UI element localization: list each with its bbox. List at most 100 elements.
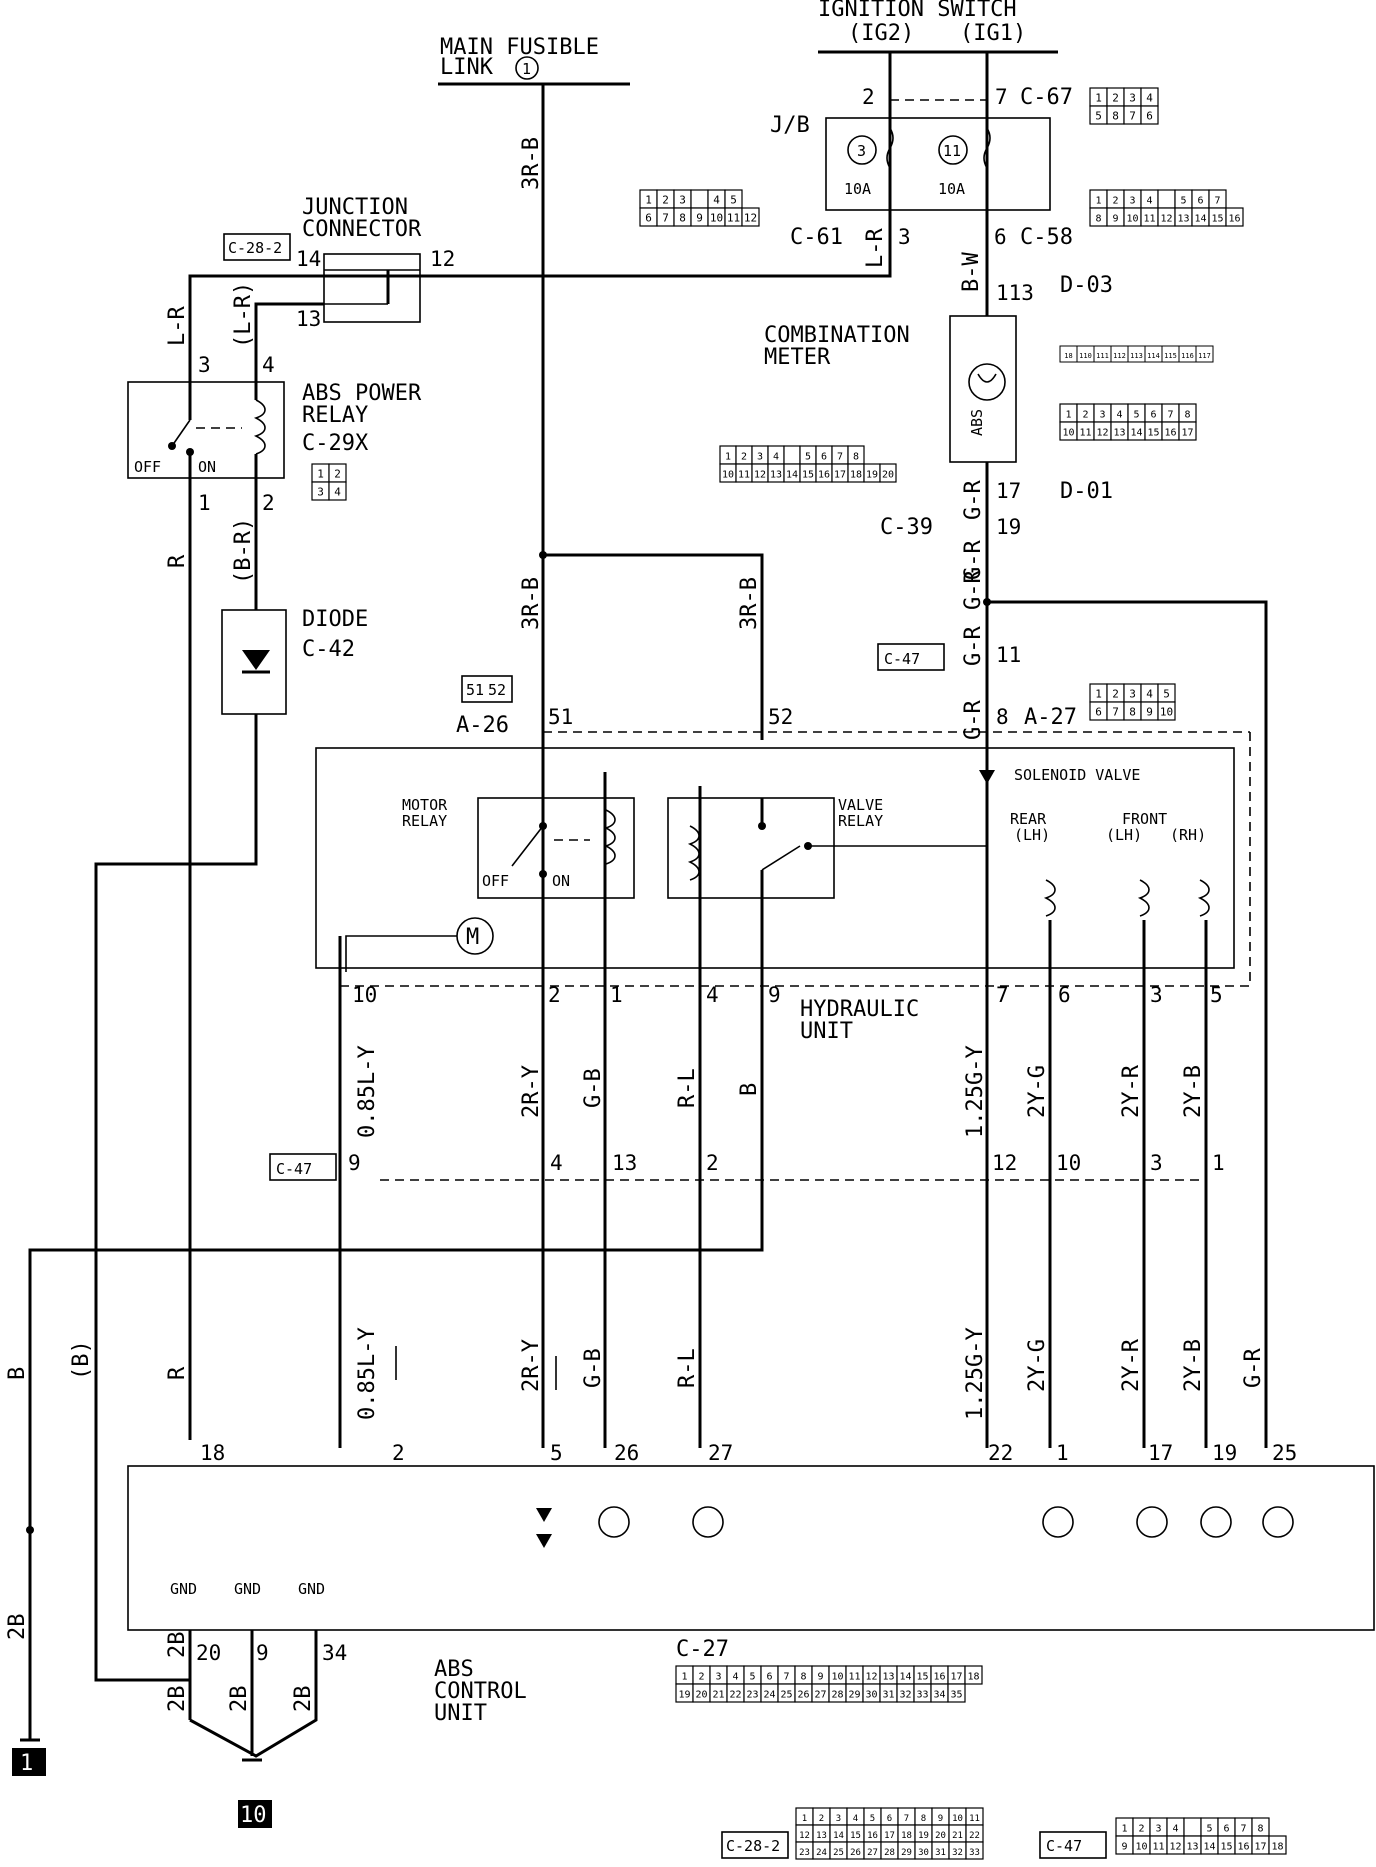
c27-pin-label: 6 [766,1672,772,1683]
wire-gr-branch [987,600,1268,1448]
c28-2-pin-label: 25 [833,1848,844,1858]
c47-pin-label: 18 [1271,1842,1283,1853]
valve-relay-label-2: RELAY [838,812,883,830]
c28-2-pin-label: 28 [884,1848,895,1858]
connector-c47-bottom: C-47 [1046,1837,1082,1855]
hydraulic-unit-pins: 10 2 1 4 9 7 6 3 5 [352,983,1223,1007]
c47-pin-label: 6 [1223,1824,1229,1835]
d03-pin-label: 111 [1096,352,1109,360]
lower-wires [28,772,1208,1740]
abs-control-unit-label-2: CONTROL [434,1679,527,1704]
a27-pin-label: 8 [1129,706,1136,719]
c58-pin-label: 15 [1211,214,1223,225]
c61-cell [741,207,760,227]
d03-pin-label: 113 [1130,352,1143,360]
d01-pin-label: 6 [1150,410,1156,421]
c29x-pin-label: 2 [334,468,341,481]
wire-label-br: (B-R) [231,518,256,584]
c28-2-pin-label: 32 [952,1848,963,1858]
c47-tag-box-bottom [1039,1831,1107,1859]
wire-label-gr-low: G-R [1241,1348,1266,1388]
ecu-transistor-26 [598,1506,630,1538]
c28-2-pin-label: 8 [921,1814,926,1824]
ignition-switch: IGNITION SWITCH (IG2) (IG1) 2 7 C-67 [818,0,1073,230]
connector-c29x: C-29X [302,431,369,456]
wire-label-bw: B-W [959,252,984,292]
ecu-transistor-17 [1136,1506,1168,1538]
c39-pin-label: 12 [754,470,766,481]
front-lh-label: (LH) [1106,826,1142,844]
wire-label-2yg: 2Y-G [1025,1065,1050,1118]
pin-2-relay: 2 [262,491,275,515]
pin-13: 13 [296,307,321,331]
c58-pin-label: 12 [1160,214,1172,225]
c29x-pin-label: 1 [317,468,324,481]
c28-2-pin-label: 12 [799,1831,810,1841]
wire-label-2b-3: 2B [227,1686,252,1713]
ecu-pin-34: 34 [322,1641,347,1665]
ecu-pin-18: 18 [200,1441,225,1465]
c47-tag-box-low [269,1153,337,1181]
c28-2-pin-label: 5 [870,1814,875,1824]
c28-2-tag-box-bottom [721,1831,789,1859]
motor-relay-box [477,797,635,899]
wire-label-2yr-low: 2Y-R [1119,1338,1144,1392]
wire-label-2yb: 2Y-B [1181,1065,1206,1118]
c47-pin-1: 1 [1212,1151,1225,1175]
wire-label-b-paren: (B) [69,1340,94,1380]
c28-2-pin-label: 9 [938,1814,943,1824]
c27-pin-label: 32 [899,1690,911,1701]
c67-pin-label: 8 [1112,110,1119,123]
d03-pin-label: 112 [1113,352,1126,360]
wire-label-125gy-low: 1.25G-Y [963,1327,988,1420]
c39-pin-label: 5 [805,452,811,463]
c47-pin-10: 10 [1056,1151,1081,1175]
hydraulic-unit-box [315,747,1235,969]
c27-pin-label: 17 [950,1672,962,1683]
ground-10-badge [238,1800,272,1828]
rear-lh-label: REAR [1010,810,1047,828]
a26-pin-52: 52 [488,681,506,699]
ecu-diode-5a [536,1508,552,1522]
ecu-pin-5: 5 [550,1441,563,1465]
c67-pin-label: 5 [1095,110,1102,123]
c27-pin-label: 15 [916,1672,928,1683]
connector-c58: C-58 [1020,225,1073,250]
c58-pin-label: 14 [1194,214,1206,225]
c39-pin-label: 6 [821,452,827,463]
c47-pin-label: 9 [1121,1842,1127,1853]
c47-pin-label: 14 [1203,1842,1215,1853]
wire-label-2ry-low: 2R-Y [519,1339,544,1392]
a27-pin-label: 9 [1146,706,1153,719]
c27-pin-label: 4 [732,1672,738,1683]
c28-2-pin-label: 1 [802,1814,807,1824]
c39-pin-label: 1 [725,452,731,463]
connector-c42: C-42 [302,637,355,662]
hu-pin-4: 4 [706,983,719,1007]
c47-pin-label: 11 [1152,1842,1164,1853]
relay-off-label: OFF [134,458,161,476]
c47-pin-2: 2 [706,1151,719,1175]
c27-pin-label: 35 [950,1690,962,1701]
c58-cell [1225,207,1244,227]
hu-pin-7: 7 [996,983,1009,1007]
c58-pin-label: 3 [1129,196,1135,207]
ecu-pin-25: 25 [1272,1441,1297,1465]
wire-2b-34 [189,1630,318,1758]
wire-label-2ry: 2R-Y [519,1065,544,1118]
valve-relay-pivot [758,822,766,830]
ground-wiring: 2B 2B 2B 2B 2B 1 10 [5,1526,318,1828]
c28-2-pin-label: 4 [853,1814,858,1824]
motor-relay-coil [603,809,616,865]
motor-relay-contact [539,870,547,878]
c27-pin-label: 27 [814,1690,826,1701]
c28-2-pin-label: 27 [867,1848,878,1858]
d03-pin-label: 110 [1079,352,1092,360]
c27-pin-label: 5 [749,1672,755,1683]
ecu-transistor-1 [1042,1506,1074,1538]
c47-pin-9: 9 [348,1151,361,1175]
wire-label-2yb-low: 2Y-B [1181,1339,1206,1392]
